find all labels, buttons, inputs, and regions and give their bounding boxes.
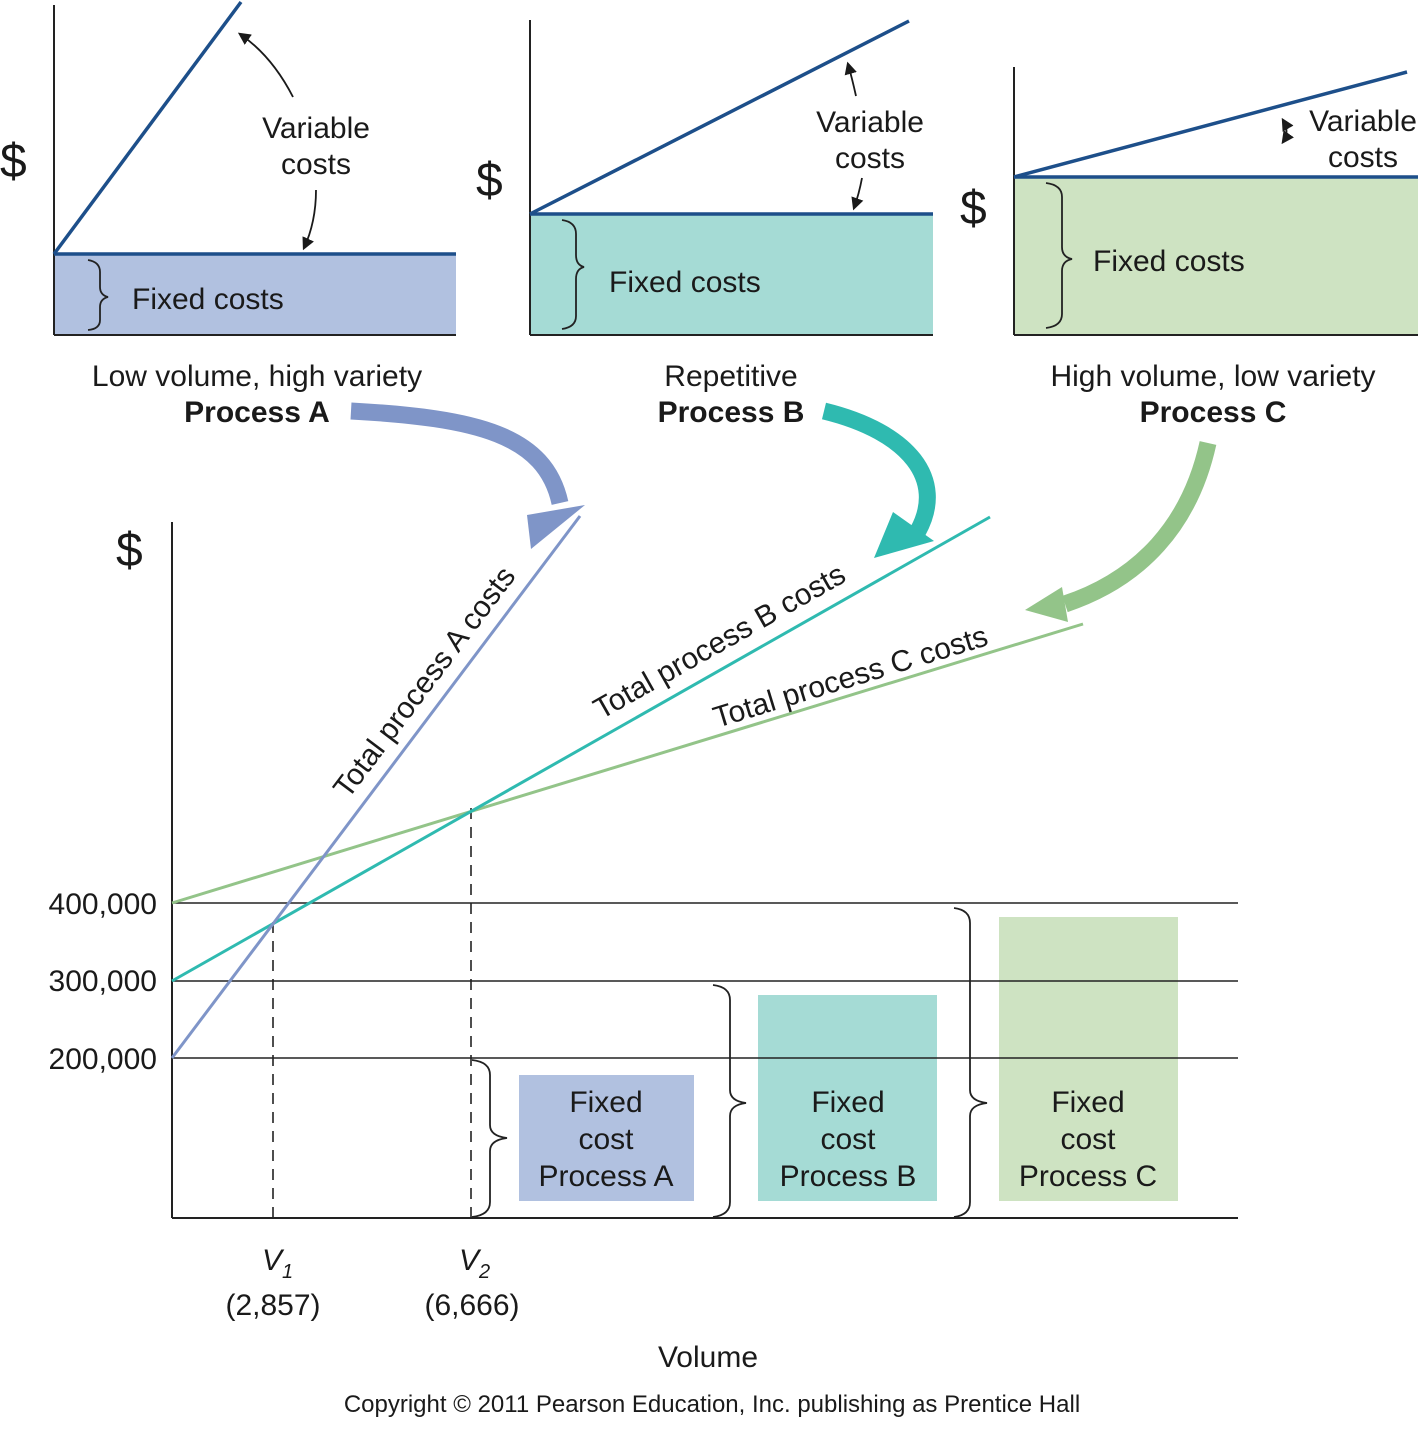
series-label-a: Total process A costs bbox=[327, 561, 522, 805]
dollar-label-c: $ bbox=[960, 182, 987, 235]
dollar-label-b: $ bbox=[476, 154, 503, 207]
fixed-cost-area-a bbox=[54, 254, 456, 335]
panel-process-c: $ Variable costs Fixed costs High volume… bbox=[960, 67, 1418, 429]
y-tick-200000: 200,000 bbox=[49, 1043, 157, 1076]
total-cost-line-c bbox=[171, 622, 1084, 905]
crossover-v2-symbol: V2 bbox=[459, 1244, 490, 1283]
arrow-to-variable-a bbox=[237, 32, 294, 98]
variable-cost-line-a bbox=[52, 0, 243, 256]
variable-costs-label-a-1: Variable bbox=[262, 112, 370, 145]
curved-arrow-a bbox=[350, 402, 569, 506]
fixed-costs-label-c: Fixed costs bbox=[1093, 245, 1245, 278]
curved-arrow-c bbox=[1062, 441, 1217, 613]
brace-box-a bbox=[471, 1059, 508, 1218]
panel-process-a: $ Variable costs Fixed costs Low volume,… bbox=[0, 0, 456, 429]
fixed-box-b-line1: Fixed bbox=[811, 1086, 884, 1119]
fixed-costs-label-b: Fixed costs bbox=[609, 266, 761, 299]
variable-costs-label-b-2: costs bbox=[835, 142, 905, 175]
y-axis-title: $ bbox=[116, 524, 143, 577]
crossover-v2-value: (6,666) bbox=[424, 1289, 519, 1322]
main-chart: Fixed cost Process A Fixed cost Process … bbox=[49, 515, 1238, 1374]
brace-box-b bbox=[712, 984, 747, 1218]
brace-a bbox=[87, 259, 109, 331]
crossover-label-v1: V1 (2,857) bbox=[225, 1244, 320, 1322]
fixed-box-a-line2: cost bbox=[578, 1123, 634, 1156]
process-title-b: Process B bbox=[658, 396, 805, 429]
fixed-box-b-line2: cost bbox=[820, 1123, 876, 1156]
panel-process-b: $ Variable costs Fixed costs Repetitive … bbox=[476, 19, 933, 429]
process-title-a: Process A bbox=[184, 396, 330, 429]
fixed-box-c-line1: Fixed bbox=[1051, 1086, 1124, 1119]
variable-costs-label-c-1: Variable bbox=[1309, 105, 1417, 138]
fixed-box-b-line3: Process B bbox=[780, 1160, 917, 1193]
fixed-boxes: Fixed cost Process A Fixed cost Process … bbox=[519, 917, 1178, 1201]
crossover-label-v2: V2 (6,666) bbox=[424, 1244, 519, 1322]
variable-costs-label-c-2: costs bbox=[1328, 141, 1398, 174]
connector-arrows bbox=[350, 402, 1217, 622]
fixed-box-c bbox=[999, 917, 1178, 1201]
cost-lines bbox=[170, 515, 1084, 1059]
grid-lines bbox=[172, 902, 1238, 1059]
variable-costs-label-b-1: Variable bbox=[816, 106, 924, 139]
curved-arrow-c-head bbox=[1025, 587, 1068, 622]
x-axis-title: Volume bbox=[658, 1341, 758, 1374]
fixed-costs-label-a: Fixed costs bbox=[132, 283, 284, 316]
copyright-footer: Copyright © 2011 Pearson Education, Inc.… bbox=[344, 1391, 1080, 1418]
process-title-c: Process C bbox=[1140, 396, 1287, 429]
fixed-box-a-line3: Process A bbox=[538, 1160, 673, 1193]
fixed-box-b bbox=[758, 995, 937, 1201]
curved-arrow-b-head bbox=[874, 512, 934, 558]
fixed-cost-area-b bbox=[530, 214, 933, 335]
arrow-to-fixed-a bbox=[302, 189, 317, 251]
fixed-box-a bbox=[519, 1075, 694, 1201]
arrow-to-fixed-b bbox=[851, 177, 864, 211]
total-cost-line-b bbox=[171, 515, 991, 983]
box-braces bbox=[471, 907, 988, 1218]
crossover-v1-value: (2,857) bbox=[225, 1289, 320, 1322]
variable-cost-line-b bbox=[529, 19, 910, 216]
fixed-box-c-line2: cost bbox=[1060, 1123, 1116, 1156]
arrow-to-variable-b bbox=[844, 61, 857, 97]
crossover-guides bbox=[272, 808, 472, 1218]
variable-cost-line-c bbox=[1013, 70, 1408, 179]
crossover-v1-symbol: V1 bbox=[262, 1244, 293, 1283]
caption-b: Repetitive bbox=[664, 360, 797, 393]
curved-arrow-b bbox=[821, 402, 936, 536]
variable-costs-label-a-2: costs bbox=[281, 148, 351, 181]
fixed-cost-area-c bbox=[1014, 177, 1418, 335]
variable-gap-arrow-c bbox=[1281, 117, 1294, 145]
fixed-box-a-line1: Fixed bbox=[569, 1086, 642, 1119]
brace-box-c bbox=[953, 907, 988, 1218]
brace-b bbox=[561, 219, 585, 330]
y-tick-400000: 400,000 bbox=[49, 888, 157, 921]
caption-c: High volume, low variety bbox=[1050, 360, 1375, 393]
total-cost-line-a bbox=[170, 515, 582, 1059]
fixed-box-c-line3: Process C bbox=[1019, 1160, 1157, 1193]
brace-c bbox=[1045, 182, 1073, 329]
caption-a: Low volume, high variety bbox=[92, 360, 422, 393]
dollar-label-a: $ bbox=[0, 135, 27, 188]
curved-arrow-a-head bbox=[527, 505, 585, 549]
y-tick-300000: 300,000 bbox=[49, 965, 157, 998]
